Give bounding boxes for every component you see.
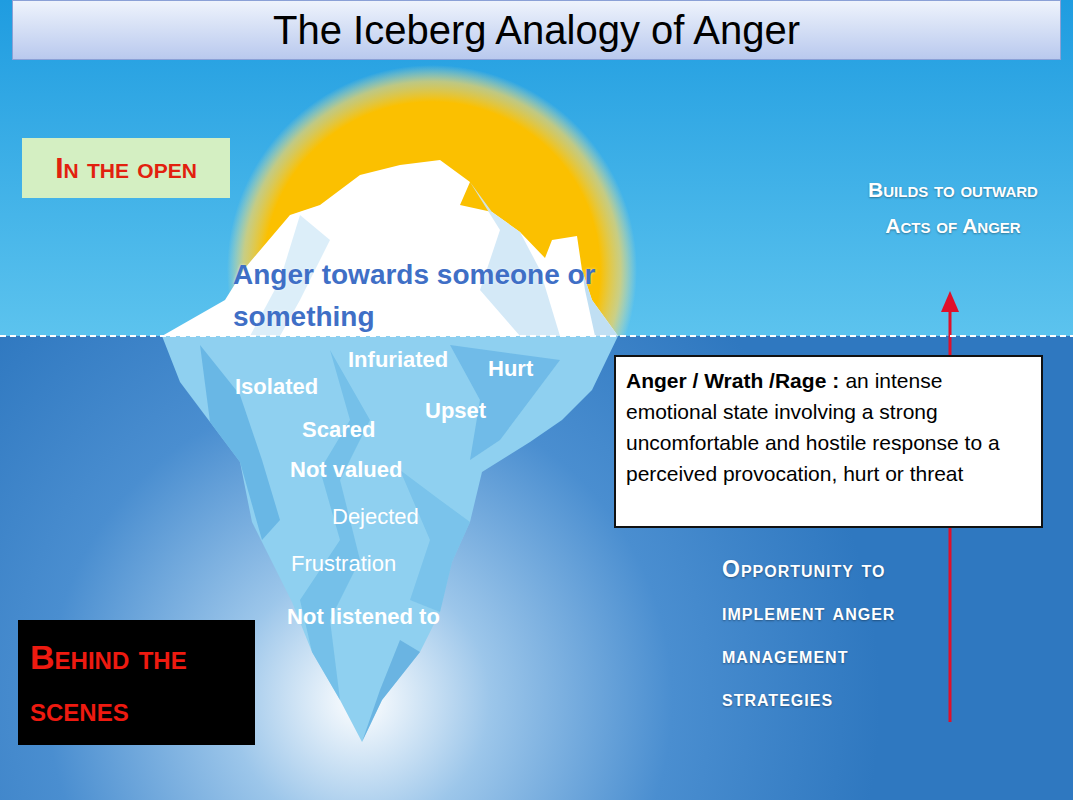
hidden-emotion: Not valued <box>290 457 402 483</box>
hidden-emotion: Infuriated <box>348 347 448 373</box>
hidden-emotion: Dejected <box>332 504 419 530</box>
hidden-emotion: Upset <box>425 398 486 424</box>
region-label-box: Behind the scenes <box>18 620 255 745</box>
title-text: The Iceberg Analogy of Anger <box>273 8 800 53</box>
definition-box: Anger / Wrath /Rage :an intense emotiona… <box>614 355 1043 528</box>
hidden-emotion: Hurt <box>488 356 533 382</box>
region-label: In the open <box>55 151 197 185</box>
hidden-emotion: Scared <box>302 417 375 443</box>
strategy-label: Opportunity to implement anger managemen… <box>722 548 922 720</box>
surface-emotion: Anger towards someone or something <box>233 254 613 338</box>
hidden-emotion: Isolated <box>235 374 318 400</box>
region-label: Behind the scenes <box>30 631 243 735</box>
definition-term: Anger / Wrath /Rage : <box>626 369 839 392</box>
outcome-label: Builds to outward Acts of Anger <box>858 172 1048 244</box>
region-label-box: In the open <box>22 138 230 198</box>
title-bar: The Iceberg Analogy of Anger <box>12 0 1061 60</box>
hidden-emotion: Not listened to <box>286 601 441 632</box>
hidden-emotion: Frustration <box>291 551 396 577</box>
